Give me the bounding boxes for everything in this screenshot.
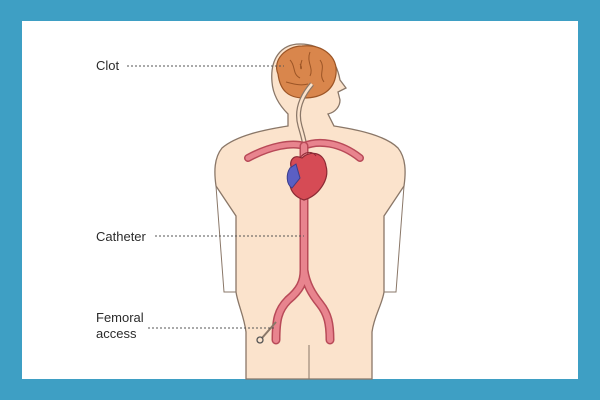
clot-label: Clot (96, 58, 120, 73)
catheter-label: Catheter (96, 229, 146, 244)
femoral-access-point (256, 336, 264, 344)
left-arm-line (215, 185, 236, 293)
femoral-catheter (261, 321, 277, 339)
right-arm-line (384, 185, 405, 293)
femoral-access-label: Femoral access (96, 310, 144, 341)
brain (276, 45, 337, 99)
aorta-inner (273, 143, 333, 343)
body-silhouette (214, 43, 406, 380)
heart (286, 151, 328, 201)
